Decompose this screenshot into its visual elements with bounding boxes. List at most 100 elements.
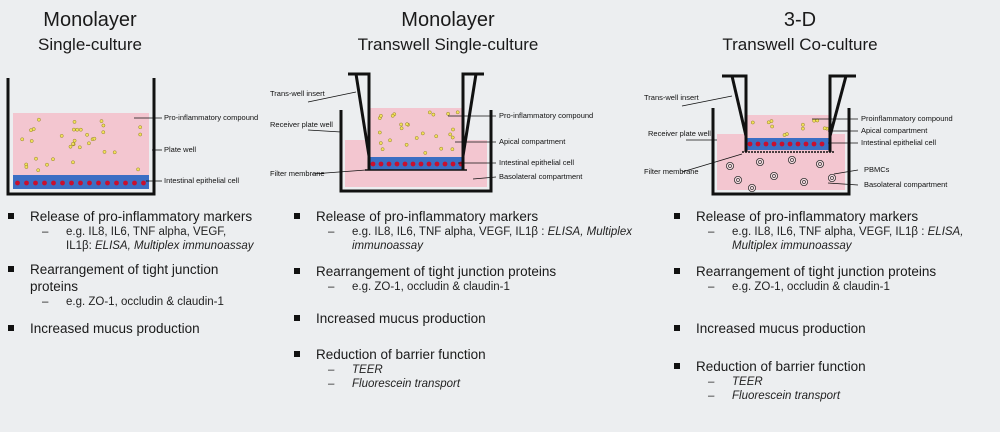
compound-dot bbox=[378, 130, 382, 135]
pbmc-nucleus bbox=[736, 178, 740, 182]
compound-dot bbox=[379, 141, 383, 145]
pbmc-nucleus bbox=[802, 180, 806, 184]
cell-nucleus bbox=[42, 180, 47, 186]
compound-dot bbox=[75, 127, 79, 132]
label-compound: Pro-inflammatory compound bbox=[164, 113, 258, 122]
insert-left-wall bbox=[348, 72, 371, 170]
readout-list: Release of pro-inflammatory markers e.g.… bbox=[672, 208, 994, 403]
pbmc-cell bbox=[815, 160, 824, 169]
sub-item: e.g. ZO-1, occludin & claudin-1 bbox=[316, 280, 652, 294]
sub-item: TEER bbox=[316, 363, 652, 377]
compound-dot bbox=[85, 133, 89, 137]
bullet-release: Release of pro-inflammatory markers e.g.… bbox=[6, 208, 254, 253]
panel-3d-coculture: 3-D Transwell Co-culture Trans-well inse… bbox=[642, 0, 1000, 432]
compound-dot bbox=[72, 138, 77, 143]
cell-nucleus bbox=[755, 141, 761, 147]
compound-dot bbox=[404, 143, 409, 147]
cell-nucleus bbox=[51, 180, 56, 186]
sub-item: Fluorescein transport bbox=[696, 389, 994, 403]
cell-nucleus bbox=[787, 141, 793, 147]
sub-item: TEER bbox=[696, 375, 994, 389]
panel-monolayer-transwell: Monolayer Transwell Single-culture Trans… bbox=[268, 0, 648, 432]
compound-dot bbox=[102, 150, 107, 154]
panel-monolayer-single: Monolayer Single-culture Pro-inflammator… bbox=[0, 0, 320, 432]
compound-dot bbox=[71, 142, 75, 146]
panel-subtitle: Single-culture bbox=[38, 35, 142, 54]
compound-dot bbox=[448, 132, 452, 137]
cell-nucleus bbox=[771, 141, 777, 147]
pbmc-cell bbox=[726, 162, 735, 171]
label-epithelial-cell: Intestinal epithelial cell bbox=[499, 158, 574, 167]
cell-nucleus bbox=[410, 161, 416, 167]
compound-dot bbox=[399, 126, 404, 131]
compound-dot bbox=[822, 126, 827, 131]
label-basolateral: Basolateral compartment bbox=[864, 180, 948, 189]
compound-dot bbox=[751, 120, 755, 125]
label-filter: Filter membrane bbox=[270, 169, 325, 178]
coculture-diagram: Trans-well insert Receiver plate well Fi… bbox=[644, 74, 953, 196]
cell-nucleus bbox=[24, 180, 29, 186]
label-insert: Trans-well insert bbox=[644, 93, 700, 102]
compound-dot bbox=[451, 127, 455, 132]
label-receiver: Receiver plate well bbox=[270, 120, 333, 129]
compound-dot bbox=[770, 124, 774, 129]
compound-dots bbox=[751, 118, 829, 137]
bullet-heading: Release of pro-inflammatory markers bbox=[30, 209, 253, 224]
culture-medium bbox=[13, 113, 149, 175]
compound-dots bbox=[20, 117, 142, 172]
compound-dot bbox=[812, 118, 816, 123]
label-epithelial-cell: Intestinal epithelial cell bbox=[164, 176, 239, 185]
panel-title: Monolayer bbox=[401, 9, 495, 31]
compound-dot bbox=[51, 157, 55, 161]
compound-dot bbox=[79, 127, 83, 132]
compound-dot bbox=[45, 162, 49, 167]
compound-dot bbox=[20, 137, 25, 142]
pbmc-nucleus bbox=[728, 164, 732, 168]
insert-right-wall bbox=[828, 74, 856, 152]
bullet-heading: Reduction of barrier function bbox=[696, 359, 866, 374]
compound-dot bbox=[101, 123, 106, 128]
bullet-heading: Increased mucus production bbox=[696, 321, 866, 336]
compound-dot bbox=[423, 151, 428, 155]
cell-nucleus bbox=[450, 161, 456, 167]
cell-nucleus bbox=[747, 141, 753, 147]
compound-dot bbox=[450, 135, 455, 140]
cell-nucleus bbox=[434, 161, 440, 167]
apical-medium bbox=[746, 115, 830, 138]
apical-medium bbox=[369, 108, 463, 157]
sub-text: e.g. IL8, IL6, TNF alpha, VEGF, IL1β : bbox=[732, 226, 928, 238]
panel-subtitle: Transwell Co-culture bbox=[722, 35, 878, 54]
bullet-tight-junction: Rearrangement of tight junction proteins… bbox=[672, 263, 994, 294]
sub-item: e.g. IL8, IL6, TNF alpha, VEGF, IL1β : E… bbox=[696, 225, 994, 253]
bullet-tight-junction: Rearrangement of tight junction proteins… bbox=[292, 263, 652, 294]
epithelial-layer bbox=[369, 157, 463, 170]
compound-dot bbox=[37, 117, 41, 122]
compound-dot bbox=[72, 120, 77, 124]
pbmc-cells bbox=[726, 156, 836, 193]
compound-dot bbox=[31, 127, 36, 131]
cell-nucleus bbox=[87, 180, 92, 186]
bullet-mucus: Increased mucus production bbox=[292, 310, 652, 327]
compound-dot bbox=[439, 146, 443, 151]
compound-dot bbox=[390, 114, 395, 118]
bullet-tight-junction: Rearrangement of tight junction proteins… bbox=[6, 261, 254, 309]
compound-dot bbox=[136, 167, 140, 172]
compound-dot bbox=[769, 119, 774, 123]
pbmc-nucleus bbox=[772, 174, 776, 178]
bullet-heading: Release of pro-inflammatory markers bbox=[316, 209, 539, 224]
panel-subtitle: Transwell Single-culture bbox=[357, 35, 539, 54]
cell-nucleus bbox=[141, 180, 146, 186]
compound-dot bbox=[399, 122, 403, 127]
plate-well-diagram: Pro-inflammatory compound Plate well Int… bbox=[6, 78, 258, 196]
sub-text: e.g. IL8, IL6, TNF alpha, VEGF, IL1β: bbox=[66, 226, 227, 252]
compound-dot bbox=[34, 156, 38, 161]
compound-dot bbox=[801, 126, 805, 131]
compound-dot bbox=[59, 134, 64, 138]
cell-nucleus bbox=[442, 161, 448, 167]
cell-nuclei bbox=[15, 180, 146, 186]
cell-nucleus bbox=[779, 141, 785, 147]
compound-dot bbox=[138, 125, 142, 130]
label-receiver: Receiver plate well bbox=[648, 129, 711, 138]
compound-dot bbox=[29, 139, 34, 143]
sub-item: e.g. IL8, IL6, TNF alpha, VEGF, IL1β : E… bbox=[316, 225, 652, 253]
